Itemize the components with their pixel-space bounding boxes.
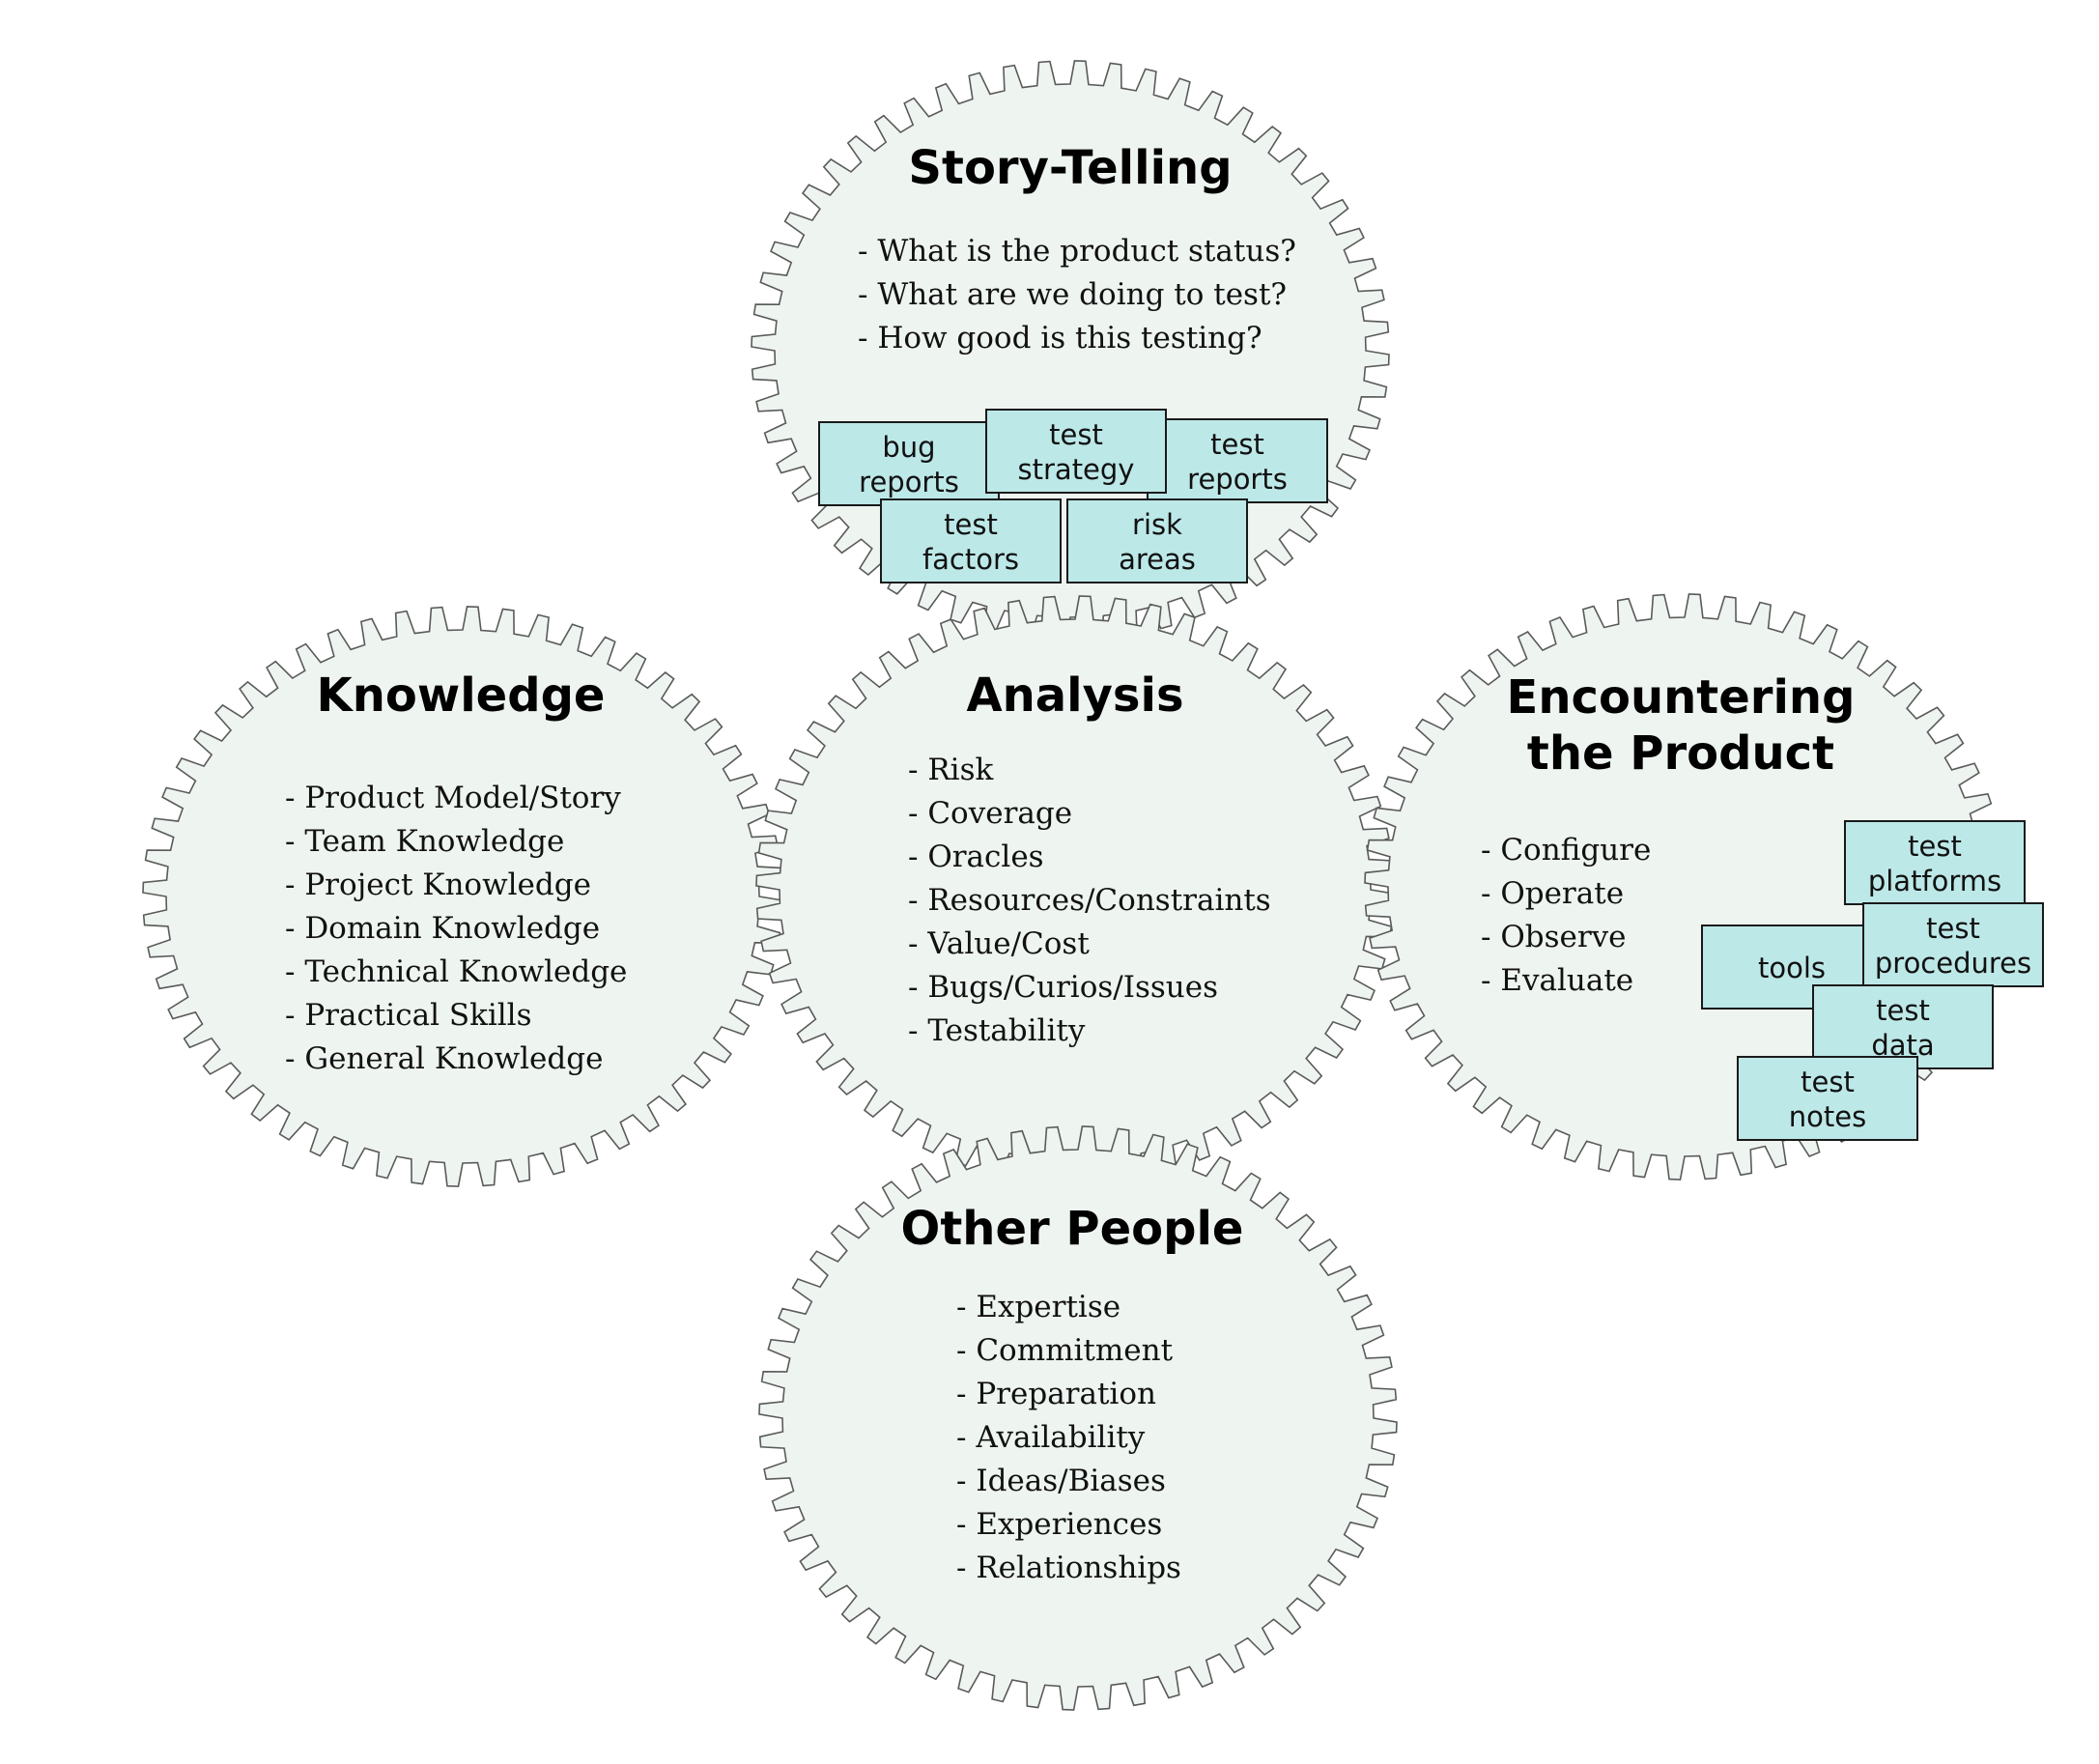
other-people-item: - Ideas/Biases	[956, 1464, 1166, 1498]
other-people-item: - Experiences	[956, 1507, 1162, 1542]
card-bug-reports-label: reports	[859, 466, 959, 498]
card-test-procedures-label: procedures	[1875, 947, 2031, 980]
analysis-item: - Resources/Constraints	[908, 883, 1271, 918]
card-test-reports-label: test	[1210, 428, 1264, 461]
analysis-title: Analysis	[966, 669, 1183, 723]
encountering-item: - Configure	[1481, 833, 1651, 868]
knowledge-item: - Technical Knowledge	[285, 954, 627, 989]
card-tools-label: tools	[1758, 952, 1826, 984]
knowledge-title: Knowledge	[317, 669, 606, 723]
card-test-reports-box	[1147, 418, 1328, 503]
analysis-item: - Bugs/Curios/Issues	[908, 970, 1218, 1005]
card-test-platforms-box	[1844, 820, 2026, 905]
encountering-item: - Evaluate	[1481, 963, 1633, 998]
card-test-data-label: test	[1876, 994, 1930, 1027]
knowledge-item: - General Knowledge	[285, 1041, 603, 1076]
card-risk-areas-box	[1066, 498, 1248, 583]
story-telling-item: - What is the product status?	[858, 234, 1296, 269]
knowledge-item: - Project Knowledge	[285, 868, 591, 902]
card-test-notes-label: notes	[1789, 1100, 1866, 1133]
card-test-factors-label: test	[944, 508, 998, 541]
knowledge-item: - Domain Knowledge	[285, 911, 600, 946]
card-test-platforms-label: test	[1908, 830, 1962, 863]
card-test-strategy-label: strategy	[1018, 453, 1135, 486]
gear-other-people	[758, 1125, 1398, 1711]
encountering-item: - Observe	[1481, 920, 1627, 954]
analysis-item: - Testability	[908, 1013, 1086, 1048]
gear-analysis	[755, 595, 1395, 1184]
other-people-title: Other People	[901, 1202, 1244, 1256]
card-test-procedures-label: test	[1926, 912, 1980, 945]
analysis-item: - Value/Cost	[908, 926, 1090, 961]
card-layer: bugreportstestreportsteststrategytestfac…	[818, 409, 2044, 1141]
encountering-title: the Product	[1527, 726, 1834, 781]
knowledge-item: - Team Knowledge	[285, 824, 564, 859]
card-risk-areas-label: risk	[1132, 508, 1182, 541]
knowledge-item: - Product Model/Story	[285, 781, 621, 815]
other-people-item: - Relationships	[956, 1551, 1181, 1585]
analysis-item: - Risk	[908, 753, 993, 787]
card-test-notes-label: test	[1801, 1066, 1855, 1098]
analysis-item: - Coverage	[908, 796, 1072, 831]
card-test-notes-box	[1737, 1056, 1918, 1141]
story-telling-title: Story-Telling	[908, 141, 1232, 195]
story-telling-item: - How good is this testing?	[858, 321, 1262, 356]
encountering-title: Encountering	[1507, 670, 1856, 725]
card-test-strategy-label: test	[1049, 418, 1103, 451]
card-test-reports-label: reports	[1187, 463, 1288, 496]
card-test-procedures-box	[1862, 902, 2044, 987]
card-test-factors-box	[880, 498, 1062, 583]
text-layer: Story-Telling - What is the product statu…	[285, 141, 1855, 1585]
other-people-item: - Preparation	[956, 1377, 1156, 1411]
encountering-item: - Operate	[1481, 876, 1624, 911]
analysis-item: - Oracles	[908, 839, 1044, 874]
other-people-item: - Expertise	[956, 1290, 1120, 1324]
card-test-strategy-box	[985, 409, 1167, 494]
card-bug-reports-label: bug	[882, 431, 935, 464]
card-test-factors-label: factors	[922, 543, 1019, 576]
card-test-platforms-label: platforms	[1868, 865, 2001, 897]
other-people-item: - Availability	[956, 1420, 1146, 1455]
card-test-data-box	[1812, 984, 1994, 1069]
gear-knowledge	[142, 606, 783, 1187]
other-people-item: - Commitment	[956, 1333, 1174, 1368]
knowledge-item: - Practical Skills	[285, 998, 532, 1033]
card-risk-areas-label: areas	[1119, 543, 1196, 576]
story-telling-item: - What are we doing to test?	[858, 277, 1287, 312]
